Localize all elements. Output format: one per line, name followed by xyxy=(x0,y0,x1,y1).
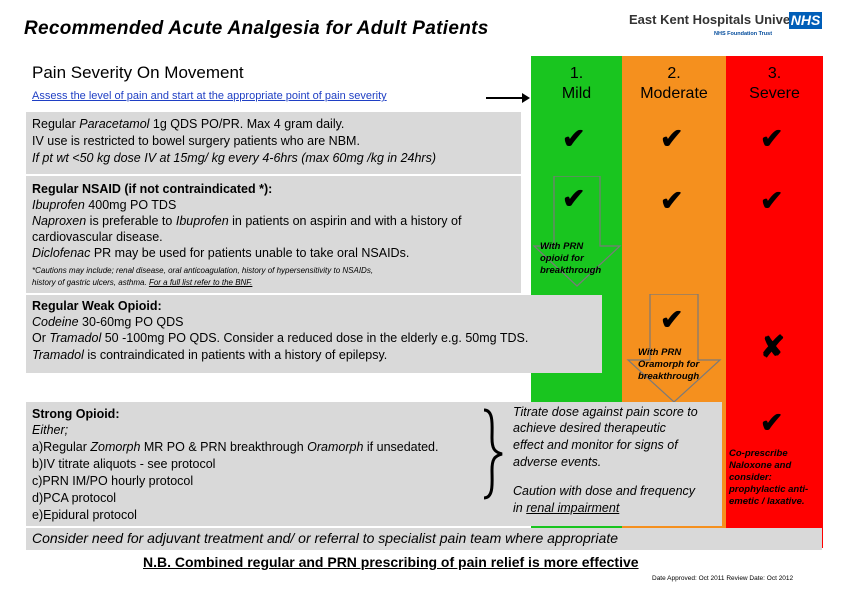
weak-opioid-line-2: Or Tramadol 50 -100mg PO QDS. Consider a… xyxy=(32,331,529,345)
nsaid-caution-note-2: history of gastric ulcers, asthma. For a… xyxy=(32,278,253,287)
adjuvant-note: Consider need for adjuvant treatment and… xyxy=(32,530,618,546)
severe-column xyxy=(726,56,823,548)
paracetamol-line-1: Regular Paracetamol 1g QDS PO/PR. Max 4 … xyxy=(32,117,345,131)
arrow-right-icon xyxy=(486,93,530,103)
right-brace-icon xyxy=(483,408,503,500)
down-arrow-icon xyxy=(626,294,722,403)
nsaid-line-4: Diclofenac PR may be used for patients u… xyxy=(32,246,410,260)
strong-opioid-option-c: c)PRN IM/PO hourly protocol xyxy=(32,474,194,488)
nsaid-heading: Regular NSAID (if not contraindicated *)… xyxy=(32,182,273,196)
cross-icon: ✘ xyxy=(760,331,786,364)
strong-opioid-either: Either; xyxy=(32,423,69,437)
tick-icon: ✔ xyxy=(660,123,684,154)
titrate-line-1: Titrate dose against pain score to xyxy=(513,405,698,419)
footer-dates: Date Approved: Oct 2011 Review Date: Oct… xyxy=(652,575,794,582)
nhs-logo: NHS xyxy=(789,12,822,29)
trust-logo-text: East Kent Hospitals University xyxy=(629,12,818,27)
tick-icon: ✔ xyxy=(760,185,784,216)
nsaid-box xyxy=(26,176,521,293)
tick-icon: ✔ xyxy=(760,123,784,154)
trust-logo-subtitle: NHS Foundation Trust xyxy=(714,31,773,37)
nb-note: N.B. Combined regular and PRN prescribin… xyxy=(143,554,639,570)
paracetamol-line-3: If pt wt <50 kg dose IV at 15mg/ kg ever… xyxy=(32,151,437,165)
column-header-severe: 3.Severe xyxy=(749,65,800,102)
caution-line-1: Caution with dose and frequency xyxy=(513,484,696,498)
page-title: Recommended Acute Analgesia for Adult Pa… xyxy=(24,18,489,39)
nsaid-caution-note: *Cautions may include; renal disease, or… xyxy=(32,266,374,275)
weak-opioid-line-1: Codeine 30-60mg PO QDS xyxy=(32,315,184,329)
strong-opioid-option-a: a)Regular Zomorph MR PO & PRN breakthrou… xyxy=(32,440,439,454)
weak-opioid-box xyxy=(26,295,602,373)
tick-icon: ✔ xyxy=(760,407,784,438)
weak-opioid-heading: Regular Weak Opioid: xyxy=(32,299,162,313)
titrate-line-4: adverse events. xyxy=(513,455,602,469)
titrate-line-2: achieve desired therapeutic xyxy=(513,421,666,435)
strong-opioid-option-b: b)IV titrate aliquots - see protocol xyxy=(32,457,216,471)
nsaid-line-1: Ibuprofen 400mg PO TDS xyxy=(32,198,177,212)
caution-line-2: in renal impairment xyxy=(513,501,620,515)
tick-icon: ✔ xyxy=(562,123,586,154)
tick-icon: ✔ xyxy=(660,185,684,216)
nsaid-line-2: Naproxen is preferable to Ibuprofen in p… xyxy=(32,214,462,228)
strong-opioid-box xyxy=(26,402,722,526)
tick-icon: ✔ xyxy=(660,304,684,335)
assess-instruction: Assess the level of pain and start at th… xyxy=(32,90,387,102)
pain-severity-heading: Pain Severity On Movement xyxy=(32,63,244,82)
paracetamol-box xyxy=(26,112,521,174)
adjuvant-box xyxy=(26,528,822,550)
titrate-line-3: effect and monitor for signs of xyxy=(513,438,678,452)
strong-opioid-heading: Strong Opioid: xyxy=(32,407,120,421)
column-header-mild: 1.Mild xyxy=(561,65,592,102)
paracetamol-line-2: IV use is restricted to bowel surgery pa… xyxy=(32,134,360,148)
down-arrow-icon xyxy=(532,176,622,287)
weak-opioid-line-3: Tramadol is contraindicated in patients … xyxy=(32,348,388,362)
nsaid-line-3: cardiovascular disease. xyxy=(32,230,163,244)
strong-opioid-option-e: e)Epidural protocol xyxy=(32,508,137,522)
strong-opioid-option-d: d)PCA protocol xyxy=(32,491,117,505)
column-header-moderate: 2.Moderate xyxy=(640,65,708,102)
tick-icon: ✔ xyxy=(562,183,586,214)
